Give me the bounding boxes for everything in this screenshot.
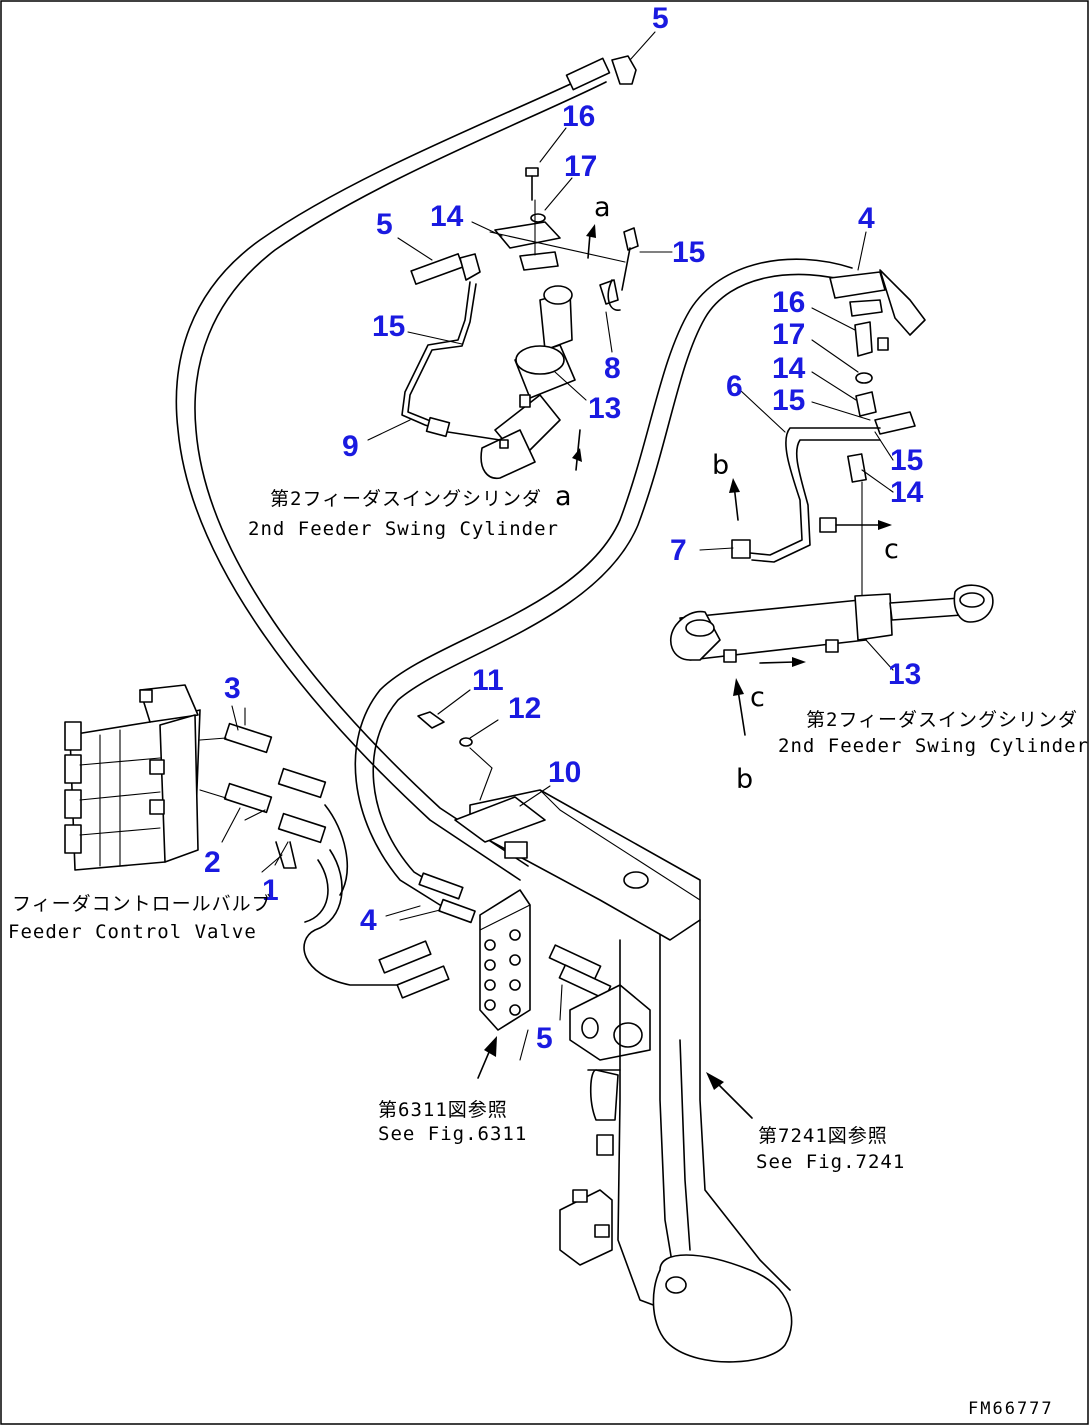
callout-numbers: 5 16 17 14 5 15 15 8 13 9 4 16 17 14 15 … — [204, 2, 924, 1055]
view-letter-a-caption: a — [555, 481, 572, 512]
callout-13-b: 13 — [888, 658, 921, 691]
caption-second-feeder-a-jp: 第2フィーダスイングシリンダ — [270, 488, 542, 510]
caption-feeder-valve-en: Feeder Control Valve — [8, 921, 257, 943]
callout-14-b-right: 14 — [890, 476, 924, 509]
callout-13-a: 13 — [588, 392, 621, 425]
captions: 第2フィーダスイングシリンダ 2nd Feeder Swing Cylinder… — [8, 488, 1089, 1419]
leader-lines — [221, 31, 894, 1021]
callout-4-bottom: 4 — [360, 904, 377, 937]
callout-5-top: 5 — [652, 2, 669, 35]
view-letter-c-right: c — [884, 534, 899, 565]
callout-10: 10 — [548, 756, 581, 789]
caption-second-feeder-b-en: 2nd Feeder Swing Cylinder — [778, 735, 1089, 757]
callout-15-b-right: 15 — [890, 444, 923, 477]
swing-cylinder-detail-b — [670, 269, 994, 736]
view-letter-b-lower: b — [736, 764, 753, 795]
drawing-code: FM66777 — [968, 1399, 1054, 1419]
callout-8: 8 — [604, 352, 621, 385]
callout-14-a: 14 — [430, 200, 464, 233]
swing-cylinder-detail-a — [401, 167, 639, 479]
callout-15-a-right: 15 — [672, 236, 705, 269]
caption-second-feeder-a-en: 2nd Feeder Swing Cylinder — [248, 518, 559, 540]
caption-fig-7241-en: See Fig.7241 — [756, 1151, 905, 1173]
callout-17-b: 17 — [772, 318, 805, 351]
callout-16-a: 16 — [562, 100, 595, 133]
callout-6: 6 — [726, 370, 743, 403]
callout-1: 1 — [262, 874, 279, 907]
hoses — [175, 69, 856, 986]
view-letter-c-lower: c — [750, 682, 765, 713]
callout-9: 9 — [342, 430, 359, 463]
feeder-control-valve — [64, 684, 327, 871]
callout-3: 3 — [224, 672, 241, 705]
callout-4-top: 4 — [858, 202, 875, 235]
callout-5-a: 5 — [376, 208, 393, 241]
caption-feeder-valve-jp: フィーダコントロールバルブ — [12, 892, 272, 915]
feeder-frame — [378, 711, 793, 1363]
view-letters: a a b c c b — [555, 192, 899, 795]
caption-second-feeder-b-jp: 第2フィーダスイングシリンダ — [806, 709, 1078, 731]
callout-7: 7 — [670, 534, 687, 567]
callout-17-a: 17 — [564, 150, 597, 183]
callout-5-bottom: 5 — [536, 1022, 553, 1055]
callout-2: 2 — [204, 846, 221, 879]
callout-11: 11 — [472, 664, 504, 697]
view-letter-a-top: a — [594, 192, 611, 223]
callout-14-b: 14 — [772, 352, 806, 385]
callout-16-b: 16 — [772, 286, 805, 319]
callout-15-a-left: 15 — [372, 310, 405, 343]
elbow-fitting-5-top — [565, 55, 637, 91]
caption-fig-6311-en: See Fig.6311 — [378, 1123, 527, 1145]
caption-fig-7241-jp: 第7241図参照 — [758, 1125, 888, 1147]
caption-fig-6311-jp: 第6311図参照 — [378, 1099, 508, 1121]
callout-15-b: 15 — [772, 384, 805, 417]
view-letter-b-top: b — [712, 450, 729, 481]
callout-12: 12 — [508, 692, 541, 725]
